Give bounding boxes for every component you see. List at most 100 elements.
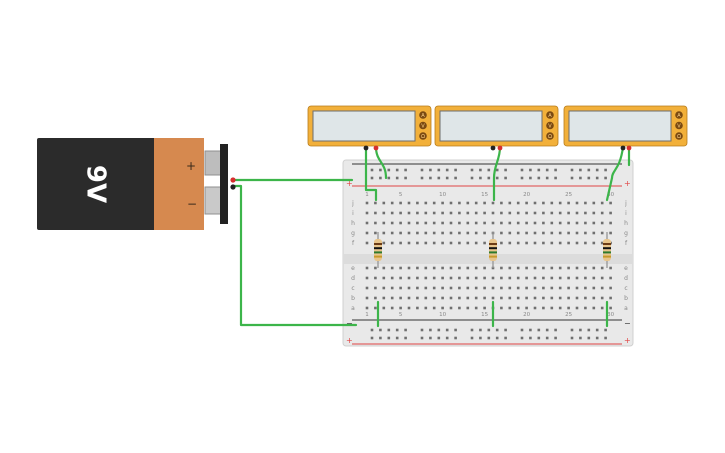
rail-hole[interactable] <box>370 336 374 340</box>
breadboard-hole[interactable] <box>441 266 444 270</box>
breadboard-hole[interactable] <box>609 276 612 280</box>
multimeter-left[interactable]: AVΩ <box>307 105 432 151</box>
rail-hole[interactable] <box>420 168 424 172</box>
rail-hole[interactable] <box>387 168 391 172</box>
breadboard-hole[interactable] <box>483 276 486 280</box>
breadboard-hole[interactable] <box>516 211 520 215</box>
rail-hole[interactable] <box>570 176 574 180</box>
breadboard-hole[interactable] <box>508 296 512 300</box>
rail-hole[interactable] <box>595 168 599 172</box>
multimeter-mode-a-button[interactable]: A <box>419 111 427 119</box>
breadboard-hole[interactable] <box>600 296 604 300</box>
breadboard-hole[interactable] <box>542 231 545 235</box>
breadboard-hole[interactable] <box>558 306 562 310</box>
breadboard-hole[interactable] <box>449 296 453 300</box>
breadboard-hole[interactable] <box>584 296 587 300</box>
breadboard-hole[interactable] <box>533 276 537 280</box>
rail-hole[interactable] <box>387 176 391 180</box>
breadboard-hole[interactable] <box>407 221 411 225</box>
rail-hole[interactable] <box>579 336 582 340</box>
breadboard-hole[interactable] <box>449 286 453 290</box>
breadboard-hole[interactable] <box>432 211 436 215</box>
breadboard-hole[interactable] <box>416 211 419 215</box>
breadboard-hole[interactable] <box>491 211 495 215</box>
breadboard-hole[interactable] <box>500 306 503 310</box>
breadboard-hole[interactable] <box>365 306 369 310</box>
rail-hole[interactable] <box>454 168 457 172</box>
breadboard-hole[interactable] <box>533 241 537 245</box>
breadboard-hole[interactable] <box>533 286 537 290</box>
rail-hole[interactable] <box>370 328 374 332</box>
rail-hole[interactable] <box>395 168 399 172</box>
breadboard-hole[interactable] <box>600 276 604 280</box>
breadboard-hole[interactable] <box>609 231 612 235</box>
breadboard-hole[interactable] <box>542 296 545 300</box>
rail-hole[interactable] <box>479 168 482 172</box>
breadboard-hole[interactable] <box>533 201 537 205</box>
breadboard-hole[interactable] <box>567 306 570 310</box>
breadboard-hole[interactable] <box>382 266 386 270</box>
breadboard-hole[interactable] <box>558 241 562 245</box>
rail-hole[interactable] <box>370 176 374 180</box>
breadboard-hole[interactable] <box>466 221 470 225</box>
breadboard-hole[interactable] <box>382 286 386 290</box>
breadboard-hole[interactable] <box>575 221 579 225</box>
rail-hole[interactable] <box>587 336 591 340</box>
breadboard-hole[interactable] <box>374 306 377 310</box>
rail-hole[interactable] <box>570 336 574 340</box>
breadboard-hole[interactable] <box>584 231 587 235</box>
rail-hole[interactable] <box>437 336 441 340</box>
breadboard-hole[interactable] <box>584 286 587 290</box>
rail-hole[interactable] <box>379 328 382 332</box>
breadboard-hole[interactable] <box>600 241 604 245</box>
breadboard-hole[interactable] <box>390 231 394 235</box>
rail-hole[interactable] <box>545 328 549 332</box>
multimeter-center[interactable]: AVΩ <box>434 105 559 151</box>
breadboard-hole[interactable] <box>592 306 596 310</box>
breadboard-hole[interactable] <box>500 211 503 215</box>
breadboard-hole[interactable] <box>390 201 394 205</box>
rail-hole[interactable] <box>404 176 407 180</box>
breadboard-hole[interactable] <box>558 201 562 205</box>
breadboard-hole[interactable] <box>483 231 486 235</box>
breadboard-hole[interactable] <box>516 276 520 280</box>
breadboard-hole[interactable] <box>441 306 444 310</box>
breadboard-hole[interactable] <box>374 266 377 270</box>
breadboard-hole[interactable] <box>567 296 570 300</box>
breadboard-hole[interactable] <box>542 276 545 280</box>
breadboard-hole[interactable] <box>466 231 470 235</box>
breadboard-hole[interactable] <box>374 286 377 290</box>
rail-hole[interactable] <box>454 336 457 340</box>
breadboard-hole[interactable] <box>584 201 587 205</box>
breadboard-hole[interactable] <box>550 306 554 310</box>
rail-hole[interactable] <box>470 328 474 332</box>
probe-terminal-pos[interactable] <box>626 145 632 151</box>
breadboard-hole[interactable] <box>382 231 386 235</box>
breadboard-hole[interactable] <box>458 296 461 300</box>
breadboard-hole[interactable] <box>416 306 419 310</box>
breadboard-hole[interactable] <box>600 221 604 225</box>
breadboard-hole[interactable] <box>500 296 503 300</box>
rail-hole[interactable] <box>504 168 507 172</box>
rail-hole[interactable] <box>404 328 407 332</box>
multimeter-mode-ohm-button[interactable]: Ω <box>675 132 683 140</box>
rail-hole[interactable] <box>395 336 399 340</box>
rail-hole[interactable] <box>520 328 524 332</box>
breadboard-hole[interactable] <box>458 276 461 280</box>
breadboard-hole[interactable] <box>399 231 402 235</box>
breadboard-hole[interactable] <box>575 211 579 215</box>
breadboard-hole[interactable] <box>592 286 596 290</box>
rail-hole[interactable] <box>520 168 524 172</box>
breadboard-hole[interactable] <box>483 211 486 215</box>
rail-hole[interactable] <box>554 168 557 172</box>
breadboard-hole[interactable] <box>382 201 386 205</box>
breadboard-hole[interactable] <box>525 266 528 270</box>
breadboard-hole[interactable] <box>525 241 528 245</box>
rail-hole[interactable] <box>437 168 441 172</box>
breadboard-hole[interactable] <box>365 221 369 225</box>
breadboard-hole[interactable] <box>516 286 520 290</box>
breadboard-hole[interactable] <box>382 241 386 245</box>
breadboard-hole[interactable] <box>533 296 537 300</box>
breadboard-hole[interactable] <box>390 241 394 245</box>
breadboard-hole[interactable] <box>407 231 411 235</box>
